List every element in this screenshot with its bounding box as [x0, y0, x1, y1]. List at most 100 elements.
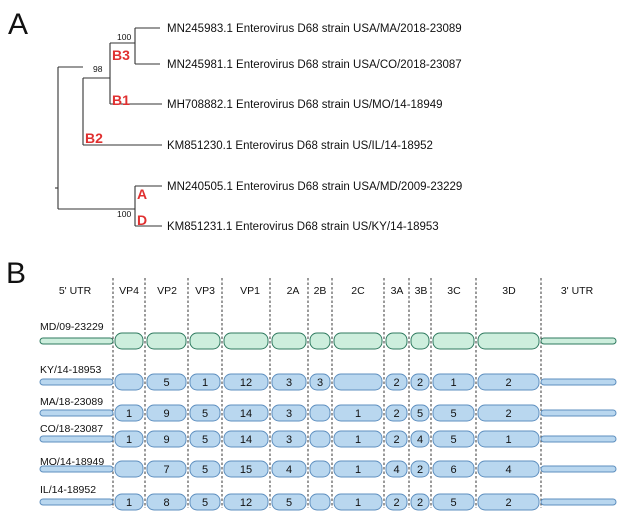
- coding-region-box: [114, 493, 144, 511]
- coding-region-box: [410, 430, 430, 448]
- coding-region-box: [114, 332, 144, 350]
- bootstrap-value: 100: [117, 32, 131, 42]
- mutation-count: 1: [505, 434, 511, 446]
- utr-3-bar: [540, 435, 617, 443]
- coding-region-box: [333, 404, 383, 422]
- coding-region-box: [385, 430, 408, 448]
- mutation-count: 14: [240, 408, 252, 420]
- mutation-count: 1: [355, 464, 361, 476]
- mutation-count: 1: [355, 497, 361, 509]
- coding-region-box: [309, 332, 331, 350]
- coding-region-box: [189, 460, 221, 478]
- mutation-count: 5: [286, 497, 292, 509]
- leaf-label: MN245981.1 Enterovirus D68 strain USA/CO…: [167, 59, 462, 71]
- leaf-label: MH708882.1 Enterovirus D68 strain US/MO/…: [167, 99, 443, 111]
- clade-label: B2: [85, 130, 103, 146]
- mutation-count: 2: [417, 464, 423, 476]
- region-header: VP1: [240, 285, 260, 297]
- mutation-count: 5: [202, 408, 208, 420]
- coding-region-box: [410, 373, 430, 391]
- coding-region-box: [146, 493, 187, 511]
- panel-a-label: A: [8, 8, 28, 41]
- strain-name: MA/18-23089: [40, 396, 103, 408]
- mutation-count: 1: [355, 434, 361, 446]
- mutation-count: 2: [393, 408, 399, 420]
- coding-region-box: [309, 373, 331, 391]
- coding-region-box: [432, 493, 475, 511]
- coding-region-box: [432, 332, 475, 350]
- coding-region-box: [189, 493, 221, 511]
- mutation-count: 2: [393, 377, 399, 389]
- coding-region-box: [146, 460, 187, 478]
- region-header: 2B: [314, 285, 327, 297]
- coding-region-box: [271, 430, 307, 448]
- mutation-count: 5: [450, 497, 456, 509]
- coding-region-box: [271, 404, 307, 422]
- mutation-count: 1: [450, 377, 456, 389]
- clade-label: B1: [112, 92, 130, 108]
- region-header: 5' UTR: [59, 285, 92, 297]
- region-header: VP2: [157, 285, 177, 297]
- coding-region-box: [189, 404, 221, 422]
- phylogenetic-tree: [55, 27, 162, 227]
- region-header: 2C: [351, 285, 365, 297]
- mutation-count: 3: [317, 377, 323, 389]
- mutation-count: 4: [286, 464, 292, 476]
- coding-region-box: [271, 373, 307, 391]
- coding-region-box: [432, 373, 475, 391]
- coding-region-box: [114, 460, 144, 478]
- strain-name: KY/14-18953: [40, 364, 101, 376]
- mutation-count: 12: [240, 377, 252, 389]
- mutation-count: 2: [417, 497, 423, 509]
- mutation-count: 4: [505, 464, 511, 476]
- mutation-count: 3: [286, 408, 292, 420]
- region-header: 2A: [287, 285, 300, 297]
- mutation-count: 2: [505, 377, 511, 389]
- coding-region-box: [333, 493, 383, 511]
- strain-name: CO/18-23087: [40, 423, 103, 435]
- mutation-count: 5: [202, 464, 208, 476]
- coding-region-box: [271, 493, 307, 511]
- coding-region-box: [114, 404, 144, 422]
- region-header: VP4: [119, 285, 139, 297]
- coding-region-box: [477, 460, 540, 478]
- coding-region-box: [477, 430, 540, 448]
- coding-region-box: [189, 430, 221, 448]
- mutation-count: 2: [417, 377, 423, 389]
- coding-region-box: [477, 332, 540, 350]
- coding-region-box: [432, 460, 475, 478]
- panel-b-label: B: [6, 257, 26, 290]
- bootstrap-value: 98: [93, 64, 103, 74]
- mutation-count: 5: [450, 434, 456, 446]
- leaf-label: KM851230.1 Enterovirus D68 strain US/IL/…: [167, 140, 433, 152]
- mutation-count: 3: [286, 434, 292, 446]
- mutation-count: 5: [450, 408, 456, 420]
- mutation-count: 8: [163, 497, 169, 509]
- coding-region-box: [477, 493, 540, 511]
- mutation-count: 1: [126, 408, 132, 420]
- clade-label: D: [137, 212, 147, 228]
- coding-region-box: [410, 404, 430, 422]
- mutation-count: 9: [163, 434, 169, 446]
- bootstrap-value: 100: [117, 209, 131, 219]
- coding-region-box: [309, 430, 331, 448]
- utr-5-bar: [39, 465, 114, 473]
- mutation-count: 5: [202, 434, 208, 446]
- utr-5-bar: [39, 435, 114, 443]
- coding-region-box: [309, 493, 331, 511]
- coding-region-box: [271, 332, 307, 350]
- coding-region-box: [333, 332, 383, 350]
- mutation-count: 1: [355, 408, 361, 420]
- coding-region-box: [146, 373, 187, 391]
- coding-region-box: [309, 460, 331, 478]
- mutation-count: 12: [240, 497, 252, 509]
- coding-region-box: [223, 332, 269, 350]
- leaf-label: MN245983.1 Enterovirus D68 strain USA/MA…: [167, 23, 462, 35]
- utr-3-bar: [540, 378, 617, 386]
- utr-3-bar: [540, 498, 617, 506]
- mutation-count: 15: [240, 464, 252, 476]
- coding-region-box: [410, 493, 430, 511]
- coding-region-box: [223, 493, 269, 511]
- coding-region-box: [410, 332, 430, 350]
- coding-region-box: [385, 332, 408, 350]
